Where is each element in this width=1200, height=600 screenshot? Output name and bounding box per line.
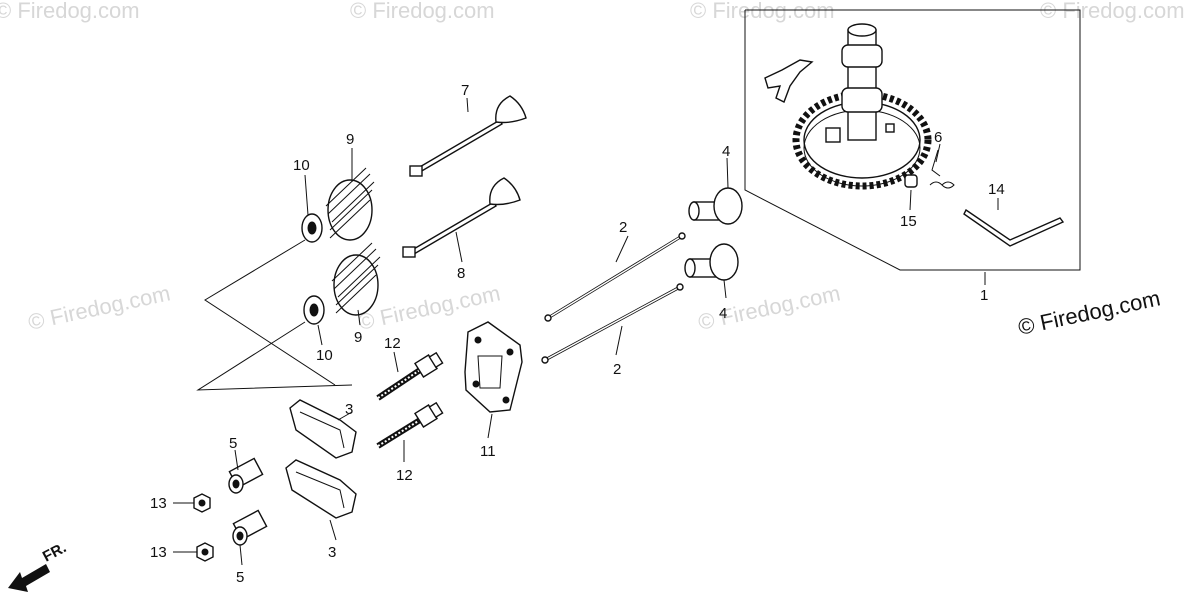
copyright-brand: © Firedog.com xyxy=(1016,285,1163,340)
callout-5: 5 xyxy=(229,435,237,452)
callout-1: 1 xyxy=(980,287,988,304)
pushrod-guide-plate-icon xyxy=(464,321,523,413)
callout-11: 11 xyxy=(480,443,496,460)
valve-spring-icon xyxy=(325,167,375,241)
camshaft-icon xyxy=(825,23,895,143)
callout-2: 2 xyxy=(613,361,621,378)
callout-13: 13 xyxy=(150,544,167,561)
assembly-outline xyxy=(744,9,1081,271)
camshaft-assembly-box xyxy=(744,9,1081,271)
adjusting-screw-icon xyxy=(228,457,264,494)
callout-12: 12 xyxy=(396,467,413,484)
callout-13: 13 xyxy=(150,495,167,512)
spring-hook-icon xyxy=(931,149,941,177)
watermark-text: © Firedog.com xyxy=(1040,0,1185,23)
valve-lifter-icon xyxy=(688,187,743,225)
watermarks: © Firedog.com © Firedog.com © Firedog.co… xyxy=(0,0,1185,335)
push-rods xyxy=(541,232,686,364)
rocker-arm-icon xyxy=(289,399,357,459)
callout-4: 4 xyxy=(719,305,727,322)
adjusting-screw-icon xyxy=(232,509,268,546)
callout-8: 8 xyxy=(457,265,465,282)
arrow-left-icon xyxy=(8,564,50,592)
callout-14: 14 xyxy=(988,181,1005,198)
watermark-text: © Firedog.com xyxy=(0,0,140,23)
callout-10: 10 xyxy=(316,347,333,364)
callout-9: 9 xyxy=(354,329,362,346)
callout-10: 10 xyxy=(293,157,310,174)
callout-5: 5 xyxy=(236,569,244,586)
callout-labels: 1 2 2 3 3 4 4 5 5 6 7 8 9 9 10 10 11 12 … xyxy=(150,82,1005,586)
callout-3: 3 xyxy=(345,401,353,418)
watermark-text: © Firedog.com xyxy=(696,280,843,335)
leader-lines xyxy=(173,97,999,566)
valve-spring-icon xyxy=(331,242,381,316)
lock-nut-icon xyxy=(193,493,211,513)
watermark-text: © Firedog.com xyxy=(26,280,173,335)
assembly-guide-lines xyxy=(196,239,353,391)
lock-nut-icon xyxy=(196,542,214,562)
spring-icon xyxy=(929,181,955,189)
callout-15: 15 xyxy=(900,213,917,230)
pivot-bolt-icon xyxy=(376,401,444,449)
front-direction-indicator: FR. xyxy=(8,539,69,592)
callout-7: 7 xyxy=(461,82,469,99)
direction-label: FR. xyxy=(40,539,69,565)
watermark-text: © Firedog.com xyxy=(690,0,835,23)
valve-lifter-icon xyxy=(684,243,739,281)
decompressor-arm-icon xyxy=(764,59,814,103)
watermark-text: © Firedog.com xyxy=(350,0,495,23)
callout-6: 6 xyxy=(934,129,942,146)
callout-2: 2 xyxy=(619,219,627,236)
pivot-bolt-icon xyxy=(376,351,444,401)
callout-12: 12 xyxy=(384,335,401,352)
rocker-arm-icon xyxy=(285,459,357,519)
callout-4: 4 xyxy=(722,143,730,160)
pin-icon xyxy=(904,174,918,188)
callout-3: 3 xyxy=(328,544,336,561)
intake-valve-icon xyxy=(409,95,527,177)
callout-9: 9 xyxy=(346,131,354,148)
decompressor-rod-icon xyxy=(963,208,1065,247)
exhaust-valve-icon xyxy=(402,177,521,258)
